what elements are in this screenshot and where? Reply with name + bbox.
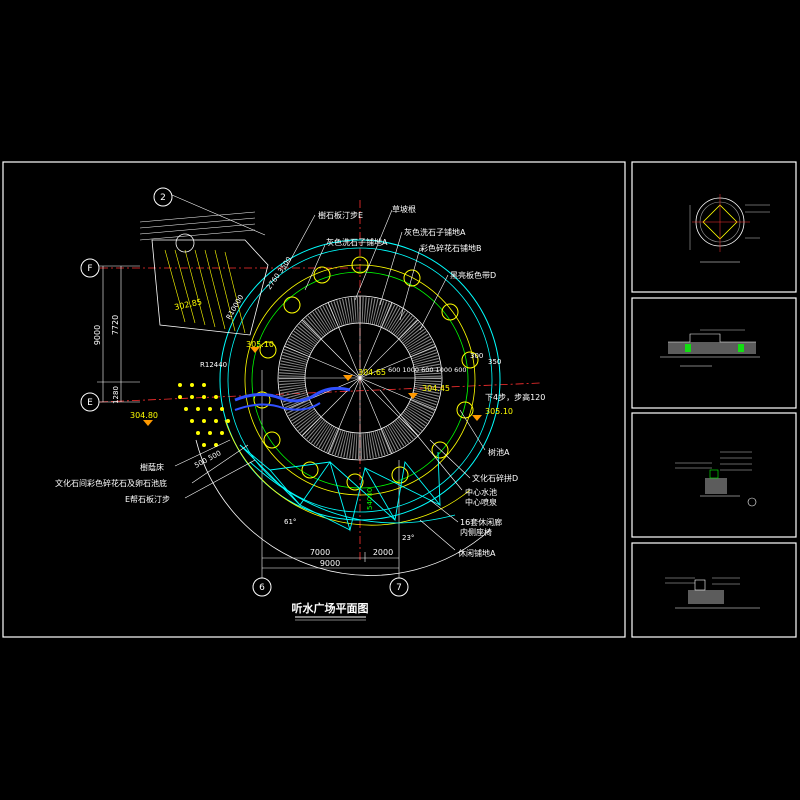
grid-bubble-f xyxy=(80,258,100,278)
elevation-markers xyxy=(143,347,482,426)
callout-4: 灰色洗石子铺地A xyxy=(404,227,466,237)
grid-label-f: F xyxy=(87,264,92,274)
callout-3: 灰色洗石子铺地A xyxy=(326,237,388,247)
grid-label-6: 6 xyxy=(259,583,265,593)
radial-spokes xyxy=(278,296,442,460)
callout-7: 下4步，步高120 xyxy=(485,392,545,402)
dim-angle-a: 61° xyxy=(284,518,296,526)
callout-9: 文化石碎拼D xyxy=(472,473,518,483)
water-channel-2 xyxy=(234,402,321,411)
leisure-pavilions xyxy=(239,444,456,532)
leader-lines xyxy=(171,194,486,551)
elev-e6: 305.10 xyxy=(485,407,513,416)
plan-labels: 2 F E 6 7 9000 7720 1280 7000 2000 9000 … xyxy=(55,193,545,621)
elev-e2: 305.10 xyxy=(246,340,274,349)
callout-10: 中心水池 xyxy=(465,487,497,497)
lawn-wedge xyxy=(139,211,269,336)
dim-grid: 500 500 xyxy=(193,449,222,470)
grid-bubble-e xyxy=(80,392,100,412)
dim-bottom-b: 2000 xyxy=(373,548,393,557)
detail-frame-1 xyxy=(631,161,797,293)
grid-bubble-7 xyxy=(389,577,409,597)
dim-r-big: R12440 xyxy=(200,361,227,369)
large-arc xyxy=(195,439,491,576)
water-channel xyxy=(234,386,351,403)
grid-bubble-6 xyxy=(252,577,272,597)
plaza-plan xyxy=(80,187,541,597)
callout-5: 彩色碎花石铺地B xyxy=(420,243,482,253)
dim-left-outer: 9000 xyxy=(93,325,102,345)
elev-e5: 304.45 xyxy=(422,384,450,393)
outer-ring-3 xyxy=(244,264,476,496)
dim-bottom-total: 9000 xyxy=(320,559,340,568)
callout-6: 黑亮板色带D xyxy=(450,270,496,280)
grid-bubble-2 xyxy=(153,187,173,207)
detail-pool-section xyxy=(660,329,760,367)
dim-angle-b: 23° xyxy=(402,534,414,542)
dim-bottom-a: 7000 xyxy=(310,548,330,557)
bottom-dimensions xyxy=(262,552,399,569)
dim-vert: 54000 xyxy=(366,488,374,510)
grid-label-2: 2 xyxy=(160,193,166,203)
callout-11: 中心喷泉 xyxy=(465,497,497,507)
grid-label-7: 7 xyxy=(396,583,402,593)
detail-curb-section xyxy=(665,577,760,609)
detail-paving-section xyxy=(675,451,757,507)
left-dimensions xyxy=(97,265,140,403)
callout-16: 文化石间彩色碎花石及卵石池底 xyxy=(55,478,167,488)
dim-left-inner: 7720 xyxy=(111,315,120,335)
callout-8: 树池A xyxy=(488,447,510,457)
elev-e1: 302.85 xyxy=(174,297,203,312)
callout-12: 16套休闲廊 xyxy=(460,517,502,527)
elev-e3: 304.80 xyxy=(130,411,158,420)
tree-grid xyxy=(178,383,230,447)
main-drawing-frame xyxy=(2,161,626,638)
callout-2: 草坡根 xyxy=(392,204,416,214)
grid-label-e: E xyxy=(87,398,93,408)
dim-r-row: 600 1000 600 1000 600 xyxy=(388,366,467,374)
callout-15: 樹蔭床 xyxy=(140,462,164,472)
main-title: 听水广场平面图 xyxy=(292,601,369,615)
outer-ring-2 xyxy=(227,247,493,513)
dim-left-small: 1280 xyxy=(112,386,120,404)
inner-large-arc xyxy=(224,419,471,526)
detail-frame-2 xyxy=(631,297,797,409)
detail-tree-pit xyxy=(689,194,770,263)
dim-r-right1: 300 xyxy=(470,352,483,360)
detail-frame-3 xyxy=(631,412,797,538)
callout-13: 内侧座椅 xyxy=(460,527,492,537)
callout-1: 樹石板汀步E xyxy=(318,210,363,220)
dim-r-right2: 350 xyxy=(488,358,501,366)
elev-e4: 304.65 xyxy=(358,368,386,377)
callout-14: 休闲铺地A xyxy=(458,548,496,558)
callout-17: E帮石板汀步 xyxy=(125,494,170,504)
detail-frame-4 xyxy=(631,542,797,638)
